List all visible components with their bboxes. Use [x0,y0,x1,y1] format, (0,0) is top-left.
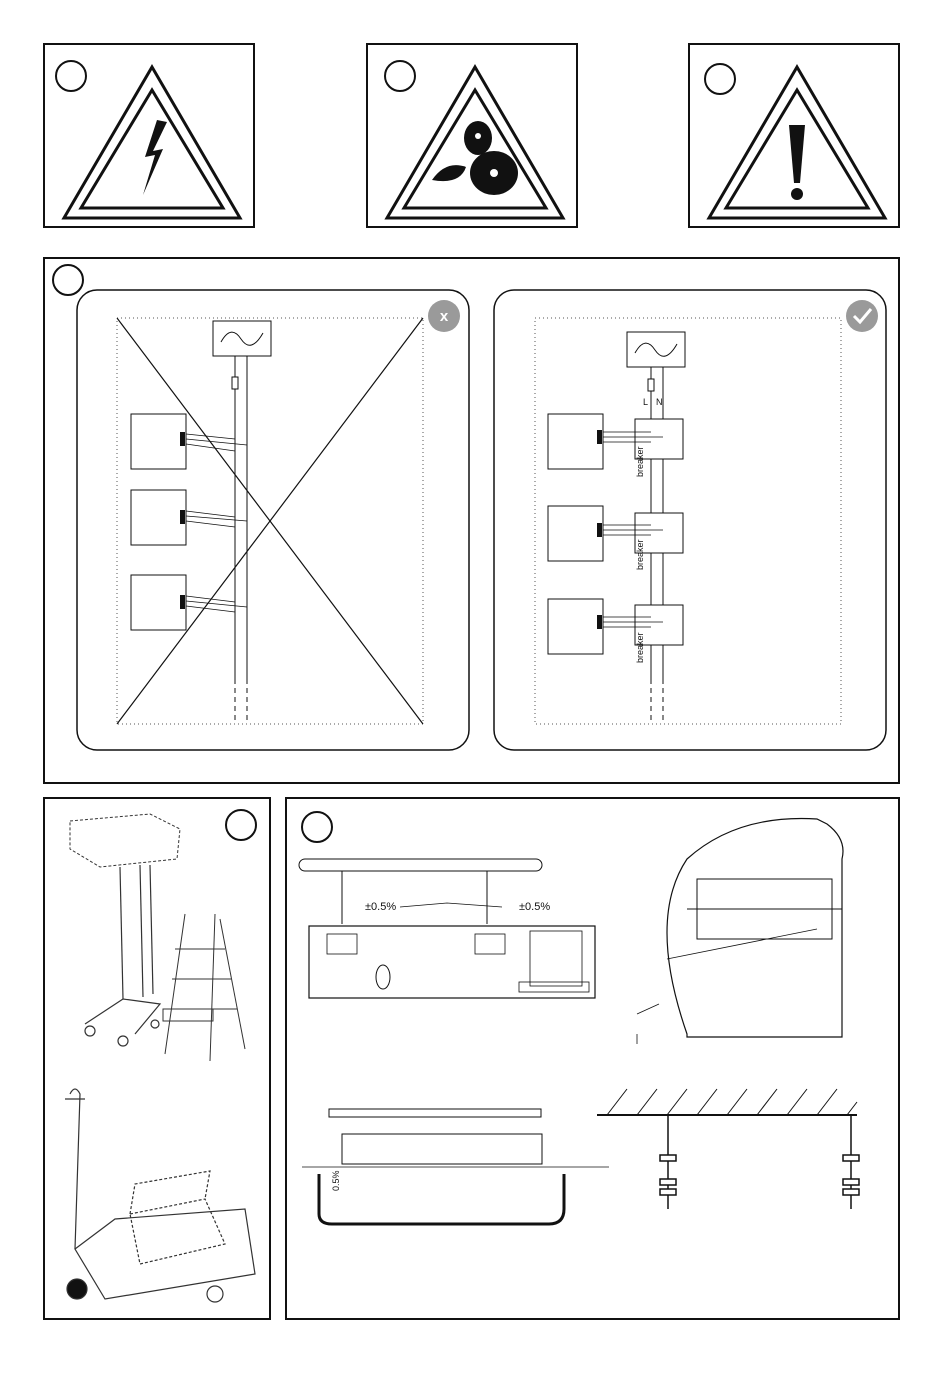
electric-shock-warning-icon [45,45,257,230]
warning-panel-fan [366,43,578,228]
breaker-label: breaker [635,632,645,663]
correct-wiring-diagram: L N breaker breaker breaker [45,259,902,786]
check-icon [846,300,878,332]
installation-panel: ±0.5% ±0.5% 0.5% [285,797,900,1320]
pallet-truck-illustration [45,799,273,1322]
wiring-panel: x L N breaker breake [43,257,900,784]
hanging-rod-diagram [287,799,902,1322]
warning-panel-general [688,43,900,228]
line-label: L [643,397,648,407]
rotating-fan-warning-icon [368,45,580,230]
general-warning-icon [690,45,902,230]
breaker-label: breaker [635,446,645,477]
warning-panel-electric [43,43,255,228]
transport-panel [43,797,271,1320]
breaker-label: breaker [635,539,645,570]
neutral-label: N [656,397,663,407]
